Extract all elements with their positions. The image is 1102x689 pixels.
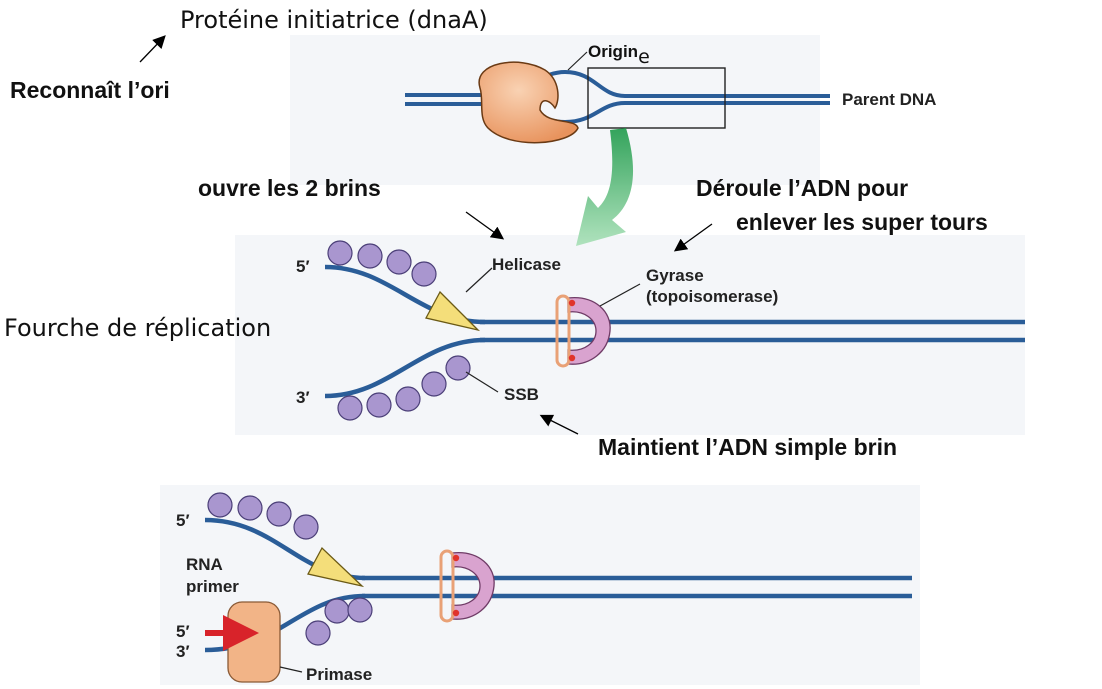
primase-panel: 5′ RNA primer 5′ 3′ Primase (176, 492, 912, 684)
rna-label-line2: primer (186, 577, 239, 596)
replication-fork-note: Fourche de réplication (4, 314, 271, 342)
replication-fork-panel: 5′ 3′ Helicase Gyrase (topoisomerase) SS… (296, 240, 1025, 421)
transition-arrow (576, 128, 634, 246)
primase-shape (227, 601, 281, 683)
ssb-label: SSB (504, 385, 539, 404)
rna-label-line1: RNA (186, 555, 223, 574)
parent-dna-label: Parent DNA (842, 90, 936, 109)
initiator-arrow (139, 35, 166, 63)
initiation-panel: Origine Parent DNA (405, 42, 936, 246)
ssb-proteins-bottom-bottom-panel (305, 597, 373, 646)
origin-label: Origine (588, 42, 650, 68)
five-prime-label-bottom: 5′ (176, 622, 190, 641)
gyrase-dot-bottom-bottom-panel (452, 609, 460, 617)
opens-strands-note: ouvre les 2 brins (198, 175, 381, 201)
panel-background-top (290, 35, 820, 185)
helicase-shape-bottom-panel (307, 546, 365, 588)
gyrase-pointer (599, 283, 641, 307)
primase-pointer (279, 666, 303, 673)
ssb-pointer (465, 371, 499, 393)
origin-pointer (567, 51, 588, 71)
three-prime-label-bottom: 3′ (176, 642, 190, 661)
helicase-label: Helicase (492, 255, 561, 274)
gyrase-ring-bottom-panel (439, 549, 455, 623)
opens-strands-arrow (465, 211, 505, 240)
helicase-shape (425, 290, 481, 332)
initiator-protein-note: Protéine initiatrice (dnaA) (180, 6, 488, 34)
unwinds-note-line2: enlever les super tours (736, 209, 988, 235)
ssb-proteins-top (327, 240, 437, 287)
ssb-proteins-bottom (337, 355, 471, 421)
ssb-proteins-top-bottom-panel (207, 492, 319, 540)
primase-label: Primase (306, 665, 372, 684)
panel-background-middle (235, 235, 1025, 435)
maintains-ssdna-arrow (539, 414, 579, 435)
fork-arm-bottom (324, 337, 486, 399)
unwinds-arrow (673, 223, 713, 252)
gyrase-ring (555, 294, 571, 368)
five-prime-label-bottom-top: 5′ (176, 511, 190, 530)
recognizes-ori-note: Reconnaît l’ori (10, 77, 170, 103)
gyrase-dot-bottom (568, 354, 576, 362)
maintains-ssdna-note: Maintient l’ADN simple brin (598, 434, 897, 460)
annotations: Protéine initiatrice (dnaA) Reconnaît l’… (4, 6, 988, 460)
gyrase-label-line2: (topoisomerase) (646, 287, 778, 306)
five-prime-label-middle: 5′ (296, 257, 310, 276)
gyrase-label-line1: Gyrase (646, 266, 704, 285)
gyrase-dot-top-bottom-panel (452, 554, 460, 562)
dnaa-protein-shape (478, 61, 579, 144)
three-prime-label-middle: 3′ (296, 388, 310, 407)
origin-box (587, 67, 726, 129)
gyrase-dot-top (568, 299, 576, 307)
helicase-pointer (465, 267, 493, 293)
unwinds-note-line1: Déroule l’ADN pour (696, 175, 908, 201)
